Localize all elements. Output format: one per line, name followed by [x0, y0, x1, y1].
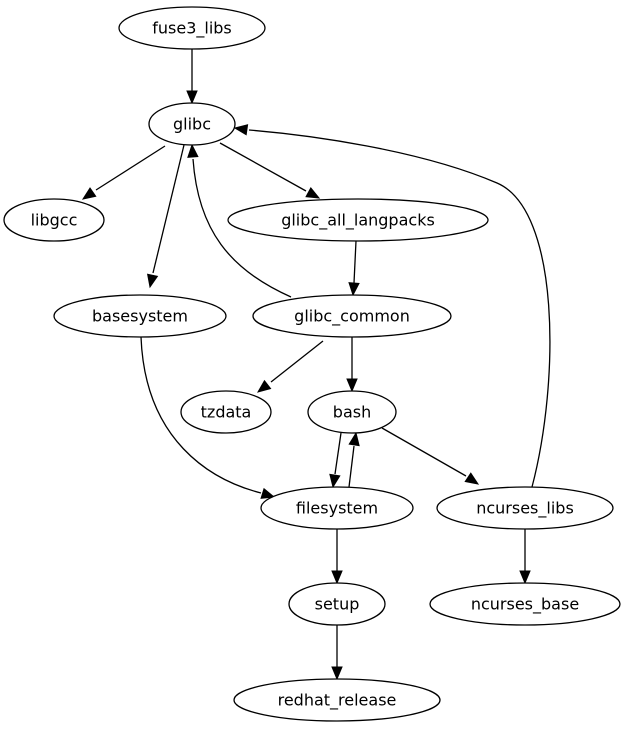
- node-label: filesystem: [296, 499, 378, 518]
- node-fuse3-libs: fuse3_libs: [118, 6, 266, 50]
- node-shape: [252, 294, 452, 338]
- node-ncurses-base: ncurses_base: [429, 582, 621, 626]
- edge-bash-to-filesystem: [329, 432, 342, 489]
- node-setup: setup: [288, 582, 386, 626]
- node-shape: [118, 6, 266, 50]
- edge-line: [140, 336, 262, 494]
- node-shape: [233, 678, 441, 722]
- edge-glibc-common-to-bash: [346, 337, 358, 393]
- edge-line: [348, 445, 355, 488]
- edge-ncurses-libs-to-ncurses-base: [519, 529, 531, 585]
- node-glibc-common: glibc_common: [252, 294, 452, 338]
- node-tzdata: tzdata: [180, 390, 272, 434]
- edge-glibc-to-glibc-all-langpacks: [219, 142, 321, 199]
- arrowhead-icon: [346, 378, 358, 393]
- node-shape: [180, 390, 272, 434]
- node-label: basesystem: [92, 307, 188, 326]
- edge-glibc-common-to-tzdata: [256, 340, 324, 393]
- arrowhead-icon: [331, 570, 343, 585]
- node-shape: [260, 486, 414, 530]
- arrowhead-icon: [464, 472, 480, 485]
- node-label: glibc_common: [294, 307, 410, 327]
- edge-glibc-to-libgcc: [81, 145, 166, 200]
- edge-glibc-all-langpacks-to-glibc-common: [348, 240, 360, 297]
- edge-setup-to-redhat-release: [331, 625, 343, 681]
- edge-line: [381, 427, 467, 477]
- node-label: setup: [315, 595, 360, 614]
- edge-line: [192, 158, 292, 298]
- edge-line: [219, 142, 307, 192]
- node-shape: [288, 582, 386, 626]
- node-label: bash: [333, 403, 371, 422]
- node-basesystem: basesystem: [53, 294, 227, 338]
- node-label: ncurses_base: [471, 595, 579, 615]
- arrowhead-icon: [331, 666, 343, 681]
- edge-basesystem-to-filesystem: [140, 336, 276, 499]
- edge-filesystem-to-bash: [348, 431, 360, 488]
- node-label: glibc: [173, 115, 211, 134]
- edge-glibc-to-basesystem: [146, 144, 185, 289]
- node-glibc-all-langpacks: glibc_all_langpacks: [227, 198, 489, 242]
- edge-line: [270, 340, 324, 383]
- arrowhead-icon: [348, 431, 360, 447]
- arrowhead-icon: [186, 90, 198, 105]
- node-ncurses-libs: ncurses_libs: [436, 486, 614, 530]
- node-label: libgcc: [31, 211, 78, 230]
- arrowhead-icon: [81, 187, 97, 200]
- edge-filesystem-to-setup: [331, 529, 343, 585]
- edge-line: [248, 129, 551, 488]
- node-label: glibc_all_langpacks: [281, 211, 435, 231]
- node-shape: [307, 390, 397, 434]
- node-shape: [429, 582, 621, 626]
- arrowhead-icon: [329, 473, 341, 489]
- node-label: redhat_release: [278, 691, 397, 711]
- edge-line: [353, 240, 357, 284]
- arrowhead-icon: [256, 379, 272, 393]
- arrowhead-icon: [260, 487, 276, 499]
- edge-glibc-common-to-glibc: [187, 143, 292, 298]
- node-glibc: glibc: [148, 102, 236, 146]
- arrowhead-icon: [348, 282, 360, 297]
- node-redhat-release: redhat_release: [233, 678, 441, 722]
- node-shape: [3, 198, 105, 242]
- node-shape: [436, 486, 614, 530]
- edge-ncurses-libs-to-glibc: [233, 124, 551, 488]
- arrowhead-icon: [305, 187, 321, 199]
- node-shape: [227, 198, 489, 242]
- node-libgcc: libgcc: [3, 198, 105, 242]
- node-shape: [148, 102, 236, 146]
- edge-line: [152, 144, 185, 274]
- node-label: tzdata: [201, 403, 252, 422]
- edge-bash-to-ncurses-libs: [381, 427, 480, 485]
- node-shape: [53, 294, 227, 338]
- edge-line: [95, 145, 166, 191]
- node-label: fuse3_libs: [152, 19, 232, 39]
- arrowhead-icon: [233, 124, 249, 136]
- node-filesystem: filesystem: [260, 486, 414, 530]
- edge-line: [334, 432, 342, 475]
- arrowhead-icon: [519, 570, 531, 585]
- edge-fuse3-libs-to-glibc: [186, 49, 198, 105]
- node-label: ncurses_libs: [476, 499, 574, 519]
- arrowhead-icon: [146, 273, 159, 289]
- node-bash: bash: [307, 390, 397, 434]
- arrowhead-icon: [187, 143, 199, 158]
